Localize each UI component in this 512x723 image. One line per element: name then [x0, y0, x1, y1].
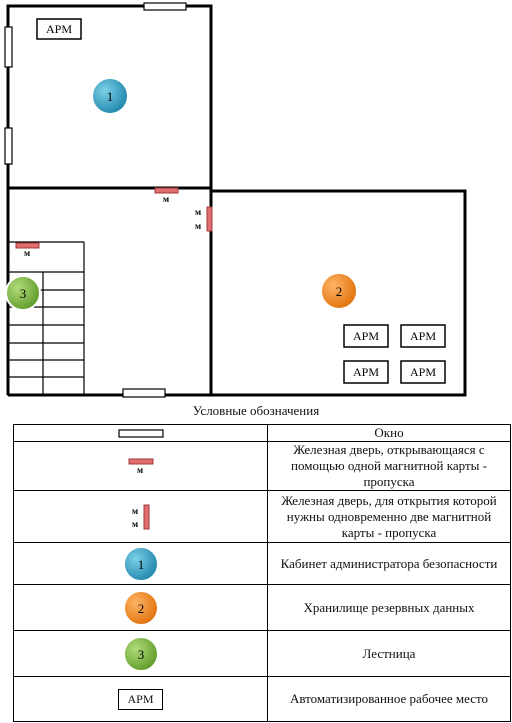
workstation-label: АРМ	[353, 329, 379, 343]
door-letter: м	[195, 207, 201, 217]
workstation-symbol: АРМ	[13, 676, 268, 722]
legend-row-single-door: м Железная дверь, открывающаяся с помощь…	[13, 441, 511, 491]
floor-plan: м м м м АРМ АРМ АРМ АРМ АРМ 1 2 3	[4, 2, 467, 398]
legend-row-double-door: м м Железная дверь, для открытия которой…	[13, 490, 511, 543]
workstation-box	[36, 18, 82, 40]
legend-text: Железная дверь, для открытия которой нуж…	[267, 490, 511, 543]
workstation-label: АРМ	[410, 329, 436, 343]
room-marker-3: 3	[5, 275, 41, 311]
legend-text: Хранилище резервных данных	[267, 584, 511, 631]
door-letter: м	[24, 248, 30, 258]
single-card-door: м	[154, 187, 179, 204]
windows	[4, 2, 187, 398]
legend-table: Окно м Железная дверь, открывающаяся с п…	[13, 424, 511, 722]
workstations: АРМ АРМ АРМ АРМ АРМ	[36, 18, 446, 384]
door-letter: м	[163, 194, 169, 204]
svg-text:3: 3	[137, 647, 144, 662]
svg-text:2: 2	[336, 284, 343, 299]
window	[4, 26, 13, 68]
legend-row-room-2: 2 Хранилище резервных данных	[13, 584, 511, 631]
legend-title: Условные обозначения	[192, 403, 320, 418]
room-3-symbol: 3	[13, 630, 268, 677]
workstation-box	[400, 360, 446, 384]
room-marker-2: 2	[320, 272, 358, 310]
svg-text:1: 1	[107, 89, 114, 104]
walls	[6, 4, 467, 397]
legend-text: Окно	[267, 424, 511, 442]
workstation-label: АРМ	[353, 365, 379, 379]
legend-row-room-1: 1 Кабинет администратора безопасности	[13, 542, 511, 585]
svg-text:м: м	[137, 465, 143, 475]
svg-text:1: 1	[137, 557, 144, 572]
room-2-walls	[209, 189, 467, 397]
legend-row-window: Окно	[13, 424, 511, 442]
workstation-label: АРМ	[410, 365, 436, 379]
svg-text:м: м	[132, 519, 138, 529]
window	[4, 127, 13, 165]
legend-text: Лестница	[267, 630, 511, 677]
single-card-door: м	[15, 242, 40, 258]
staircase	[8, 241, 85, 395]
legend-row-room-3: 3 Лестница	[13, 630, 511, 677]
workstation-label: АРМ	[118, 688, 163, 710]
single-door-symbol: м	[13, 441, 268, 491]
svg-text:м: м	[132, 506, 138, 516]
workstation-label: АРМ	[46, 22, 72, 36]
window-symbol	[13, 424, 268, 442]
legend-text: Автоматизированное рабочее место	[267, 676, 511, 722]
legend-text: Железная дверь, открывающаяся с помощью …	[267, 441, 511, 491]
window	[122, 388, 166, 398]
workstation-box	[400, 324, 446, 348]
legend-text: Кабинет администратора безопасности	[267, 542, 511, 585]
room-2-symbol: 2	[13, 584, 268, 631]
double-door-symbol: м м	[13, 490, 268, 543]
workstation-box	[343, 360, 389, 384]
double-card-door: м м	[195, 206, 213, 232]
door-letter: м	[195, 221, 201, 231]
window	[143, 2, 187, 11]
room-marker-1: 1	[91, 77, 129, 115]
workstation-box	[343, 324, 389, 348]
legend-row-workstation: АРМ Автоматизированное рабочее место	[13, 676, 511, 722]
svg-text:2: 2	[137, 601, 144, 616]
room-1-symbol: 1	[13, 542, 268, 585]
svg-text:3: 3	[20, 286, 27, 301]
